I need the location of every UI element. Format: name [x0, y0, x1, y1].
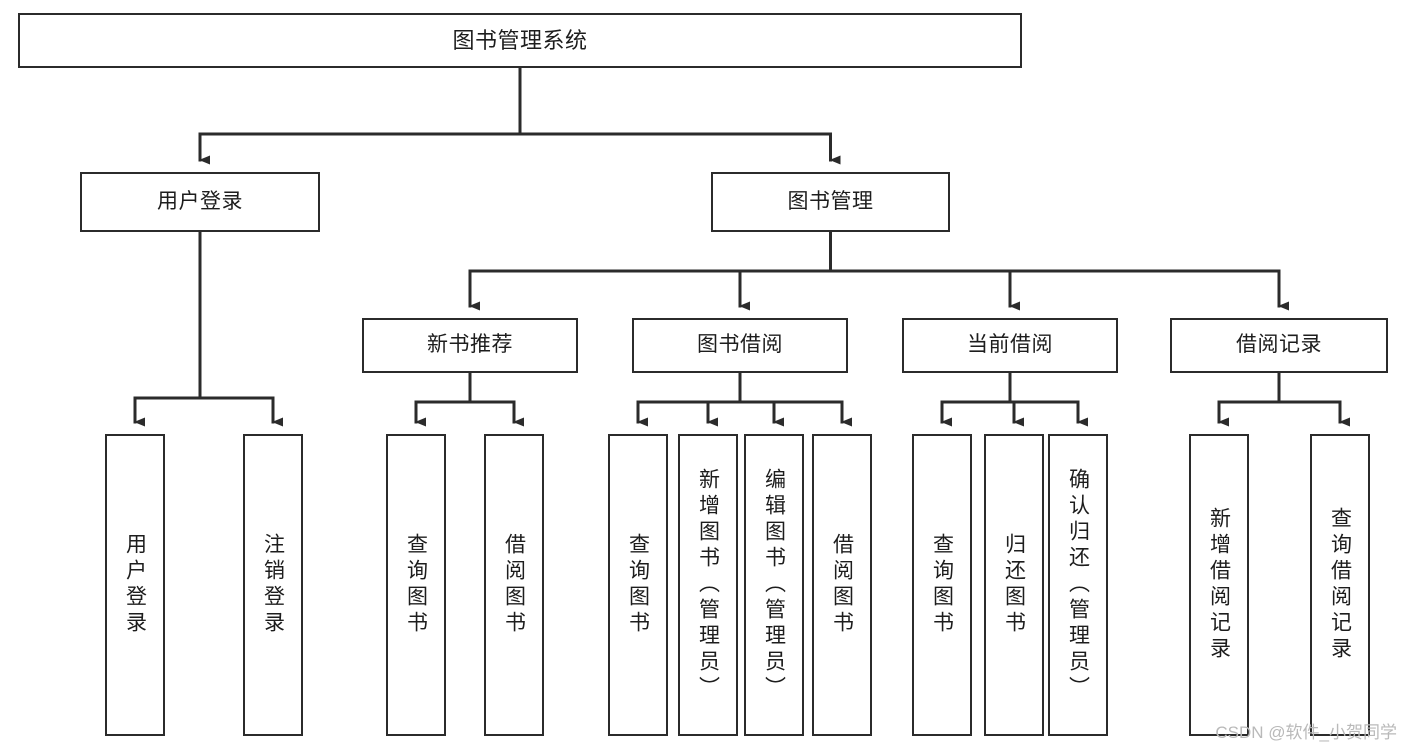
node-label-user-login: 用户登录	[157, 189, 243, 213]
node-leaf-br-query-record[interactable]: 查询借阅记录	[1310, 434, 1370, 736]
node-label-leaf-bb-borrow-book: 借阅图书	[830, 533, 854, 637]
node-leaf-cb-confirm-return[interactable]: 确认归还（管理员）	[1048, 434, 1108, 736]
node-label-borrow-record: 借阅记录	[1236, 333, 1322, 357]
node-label-leaf-rec-borrow-book: 借阅图书	[502, 533, 526, 637]
node-current-borrow[interactable]: 当前借阅	[902, 318, 1118, 373]
node-label-leaf-cb-query-book: 查询图书	[930, 533, 954, 637]
node-user-login[interactable]: 用户登录	[80, 172, 320, 232]
node-leaf-rec-borrow-book[interactable]: 借阅图书	[484, 434, 544, 736]
node-root[interactable]: 图书管理系统	[18, 13, 1022, 68]
node-book-manage[interactable]: 图书管理	[711, 172, 950, 232]
node-label-leaf-logout: 注销登录	[261, 533, 285, 637]
node-book-borrow[interactable]: 图书借阅	[632, 318, 848, 373]
node-leaf-user-login[interactable]: 用户登录	[105, 434, 165, 736]
node-label-leaf-bb-add-book: 新增图书（管理员）	[696, 468, 720, 702]
node-leaf-rec-query-book[interactable]: 查询图书	[386, 434, 446, 736]
node-leaf-bb-add-book[interactable]: 新增图书（管理员）	[678, 434, 738, 736]
node-label-leaf-cb-confirm-return: 确认归还（管理员）	[1066, 468, 1090, 702]
node-leaf-logout[interactable]: 注销登录	[243, 434, 303, 736]
node-label-root: 图书管理系统	[452, 27, 588, 53]
node-label-leaf-cb-return-book: 归还图书	[1002, 533, 1026, 637]
node-label-current-borrow: 当前借阅	[967, 333, 1053, 357]
node-leaf-cb-return-book[interactable]: 归还图书	[984, 434, 1044, 736]
node-new-book-rec[interactable]: 新书推荐	[362, 318, 578, 373]
node-label-leaf-br-add-record: 新增借阅记录	[1207, 507, 1231, 663]
connector-lines	[133, 66, 1350, 427]
node-label-leaf-bb-query-book: 查询图书	[626, 533, 650, 637]
node-leaf-br-add-record[interactable]: 新增借阅记录	[1189, 434, 1249, 736]
node-leaf-bb-borrow-book[interactable]: 借阅图书	[812, 434, 872, 736]
node-label-leaf-user-login: 用户登录	[123, 533, 147, 637]
node-leaf-cb-query-book[interactable]: 查询图书	[912, 434, 972, 736]
node-leaf-bb-query-book[interactable]: 查询图书	[608, 434, 668, 736]
node-label-leaf-br-query-record: 查询借阅记录	[1328, 507, 1352, 663]
node-borrow-record[interactable]: 借阅记录	[1170, 318, 1388, 373]
node-label-new-book-rec: 新书推荐	[427, 333, 513, 357]
node-leaf-bb-edit-book[interactable]: 编辑图书（管理员）	[744, 434, 804, 736]
node-label-book-borrow: 图书借阅	[697, 333, 783, 357]
node-label-leaf-rec-query-book: 查询图书	[404, 533, 428, 637]
node-label-book-manage: 图书管理	[787, 189, 874, 213]
node-label-leaf-bb-edit-book: 编辑图书（管理员）	[762, 468, 786, 702]
